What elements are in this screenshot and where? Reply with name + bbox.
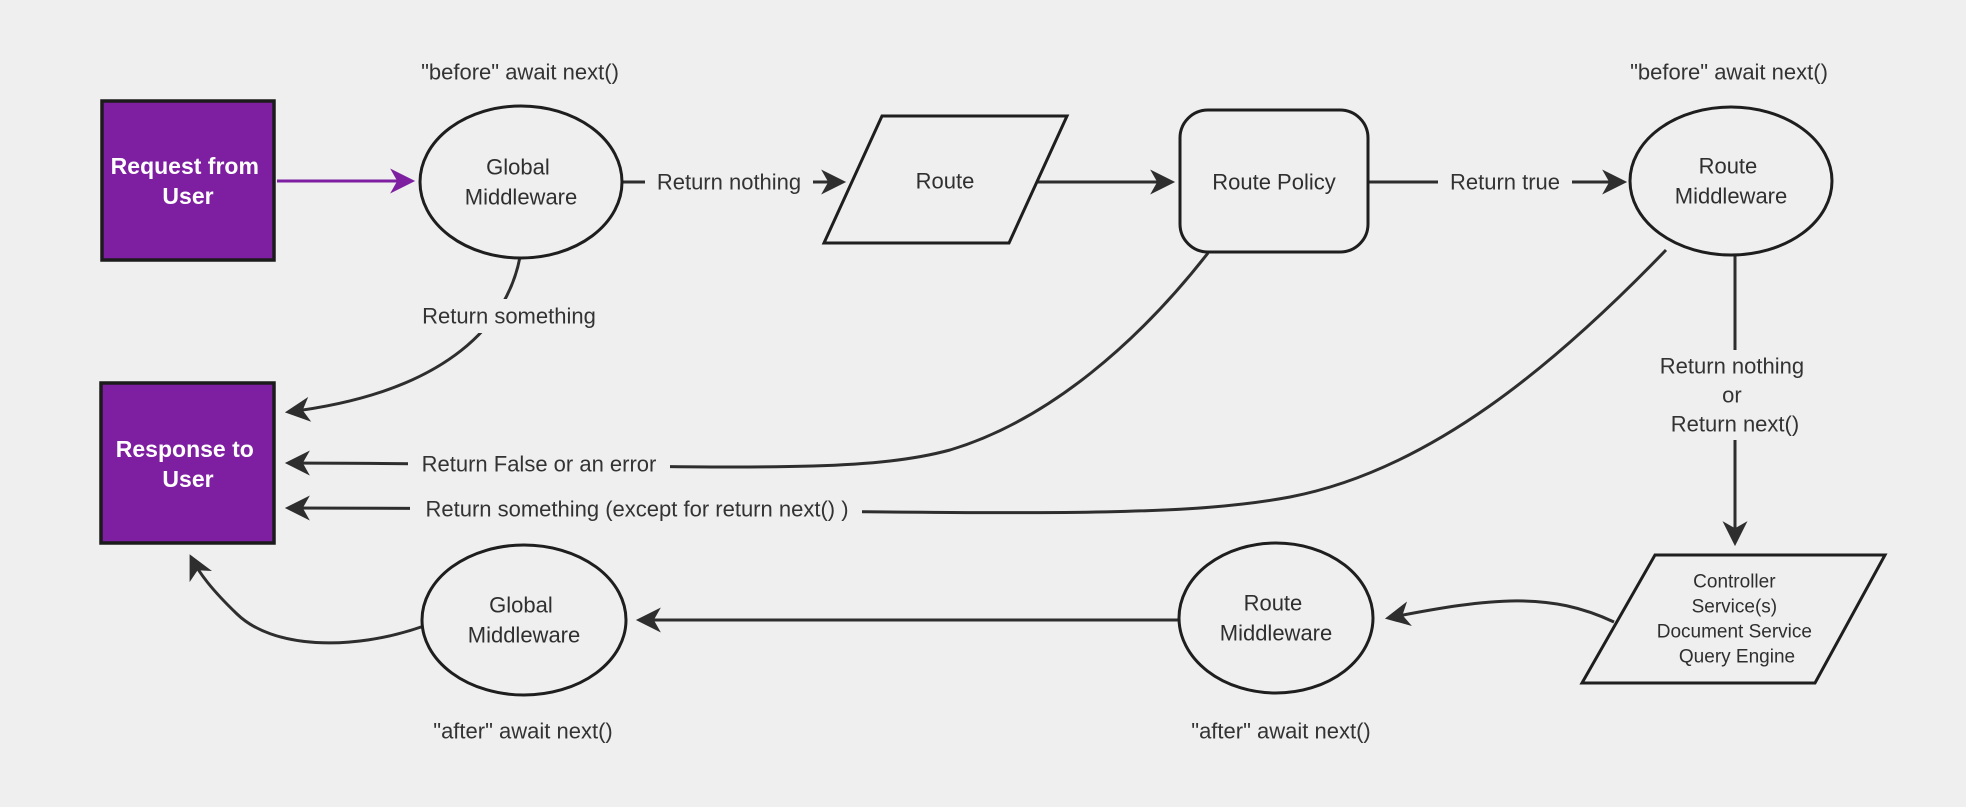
- node-response-to-user: [99, 381, 276, 545]
- edge-controller-to-route-middleware-bottom: [1384, 599, 1615, 627]
- node-label-response-to-user: Response to User: [116, 428, 260, 492]
- edge-global-middleware-to-response: [284, 256, 522, 422]
- node-route-middleware-bottom: [1177, 541, 1375, 695]
- node-label-route-policy: Route Policy: [1212, 170, 1336, 195]
- node-global-middleware-bottom: [420, 543, 628, 697]
- label-bg-return-something-except: [410, 491, 862, 525]
- label-bg-return-nothing-or: [1642, 350, 1828, 440]
- edge-global-middleware-bottom-to-response: [189, 554, 425, 645]
- label-bg-return-nothing: [645, 164, 813, 200]
- edge-label-return-nothing-or: Return nothing or Return next(): [1660, 346, 1810, 437]
- node-route-policy: [1178, 108, 1370, 254]
- label-bg-return-false: [408, 446, 670, 480]
- annotation-after-route-middleware: "after" await next(): [1191, 719, 1370, 744]
- node-route: [821, 114, 1070, 245]
- label-bg-return-true: [1438, 164, 1572, 200]
- node-label-global-middleware-bottom: Global Middleware: [468, 585, 581, 648]
- node-label-request-from-user: Request from User: [111, 145, 266, 209]
- node-controller-services: [1579, 553, 1888, 685]
- node-label-global-middleware-top: Global Middleware: [465, 147, 578, 210]
- node-label-route-middleware-top: Route Middleware: [1675, 146, 1788, 209]
- annotation-after-global-middleware: "after" await next(): [433, 719, 612, 744]
- annotation-before-global-middleware: "before" await next(): [421, 60, 619, 85]
- edge-label-return-true: Return true: [1450, 170, 1560, 195]
- node-request-from-user: [100, 99, 276, 262]
- edge-label-return-something-except: Return something (except for return next…: [425, 497, 848, 522]
- edge-label-return-nothing: Return nothing: [657, 170, 801, 195]
- edge-label-return-something: Return something: [422, 304, 596, 329]
- node-route-middleware-top: [1628, 105, 1834, 257]
- edge-label-return-false-or-error: Return False or an error: [422, 452, 657, 477]
- node-label-controller-services: Controller Service(s) Document Service Q…: [1657, 566, 1818, 668]
- node-label-route-middleware-bottom: Route Middleware: [1220, 583, 1333, 646]
- label-bg-return-something: [412, 299, 606, 333]
- node-global-middleware-top: [418, 104, 624, 260]
- edge-route-policy-to-response: [284, 252, 1210, 476]
- annotation-before-route-middleware: "before" await next(): [1630, 60, 1828, 85]
- node-label-route: Route: [916, 169, 975, 194]
